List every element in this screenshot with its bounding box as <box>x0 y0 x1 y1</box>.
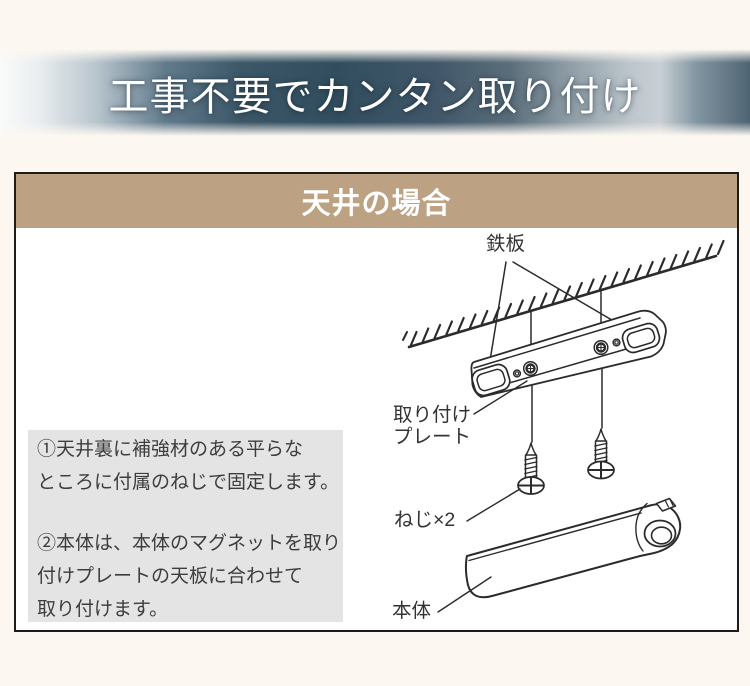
label-iron-plate: 鉄板 <box>486 233 526 255</box>
instruction-box: ①天井裏に補強材のある平らな ところに付属のねじで固定します。 ②本体は、本体の… <box>28 430 343 622</box>
section-header: 天井の場合 <box>16 174 737 228</box>
instruction-step-2: ②本体は、本体のマグネットを取り 付けプレートの天板に合わせて 取り付けます。 <box>37 533 342 620</box>
section-header-title: 天井の場合 <box>301 188 452 220</box>
top-banner: 工事不要でカンタン取り付け <box>0 49 750 136</box>
banner-title: 工事不要でカンタン取り付け <box>108 74 642 119</box>
instruction-step-1: ①天井裏に補強材のある平らな ところに付属のねじで固定します。 <box>37 439 340 493</box>
label-mounting-plate: 取り付け プレート <box>393 404 472 448</box>
label-screws: ねじ×2 <box>394 509 456 531</box>
label-main-unit: 本体 <box>392 600 432 622</box>
